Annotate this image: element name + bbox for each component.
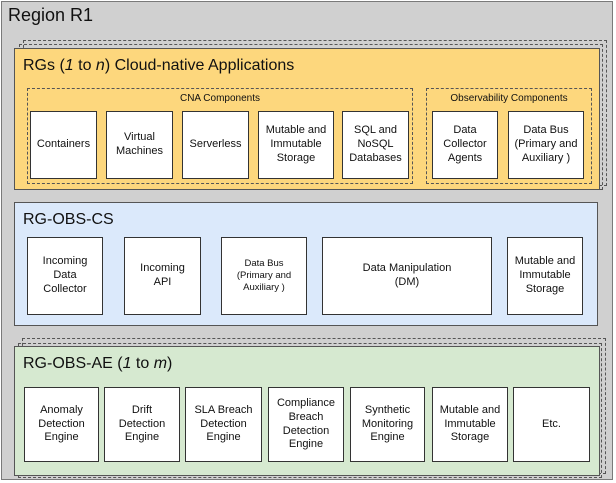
- cs-data-bus: Data Bus (Primary and Auxiliary ): [221, 237, 307, 315]
- cna-serverless: Serverless: [182, 111, 249, 179]
- rgs-panel: RGs (1 to n) Cloud-native Applications C…: [14, 48, 600, 190]
- cna-storage: Mutable and Immutable Storage: [258, 111, 334, 179]
- cna-containers: Containers: [30, 111, 97, 179]
- ae-drift-detection-engine: Drift Detection Engine: [104, 387, 180, 462]
- obs-data-bus: Data Bus (Primary and Auxiliary ): [508, 111, 584, 179]
- ae-sla-breach-detection-engine: SLA Breach Detection Engine: [185, 387, 262, 462]
- cs-panel: RG-OBS-CS Incoming Data Collector Incomi…: [14, 202, 598, 326]
- ae-title: RG-OBS-AE (1 to m): [23, 355, 173, 372]
- cs-storage: Mutable and Immutable Storage: [507, 237, 583, 315]
- ae-etc: Etc.: [513, 387, 590, 462]
- rgs-title: RGs (1 to n) Cloud-native Applications: [23, 57, 295, 74]
- ae-synthetic-monitoring-engine: Synthetic Monitoring Engine: [350, 387, 425, 462]
- cna-components-label: CNA Components: [179, 93, 261, 104]
- cna-virtual-machines: Virtual Machines: [106, 111, 173, 179]
- observability-components-label: Observability Components: [450, 93, 568, 104]
- obs-data-collector-agents: Data Collector Agents: [432, 111, 498, 179]
- cs-incoming-api: Incoming API: [124, 237, 201, 315]
- cs-title: RG-OBS-CS: [23, 211, 114, 228]
- ae-anomaly-detection-engine: Anomaly Detection Engine: [24, 387, 99, 462]
- cna-databases: SQL and NoSQL Databases: [342, 111, 409, 179]
- ae-storage: Mutable and Immutable Storage: [432, 387, 508, 462]
- cna-components-group: CNA Components: [27, 88, 413, 184]
- cs-data-manipulation: Data Manipulation (DM): [322, 237, 492, 315]
- ae-compliance-breach-detection-engine: Compliance Breach Detection Engine: [268, 387, 344, 462]
- cs-incoming-data-collector: Incoming Data Collector: [27, 237, 103, 315]
- ae-panel: RG-OBS-AE (1 to m) Anomaly Detection Eng…: [14, 346, 600, 476]
- observability-components-group: Observability Components: [426, 88, 592, 184]
- region-title: Region R1: [8, 5, 94, 25]
